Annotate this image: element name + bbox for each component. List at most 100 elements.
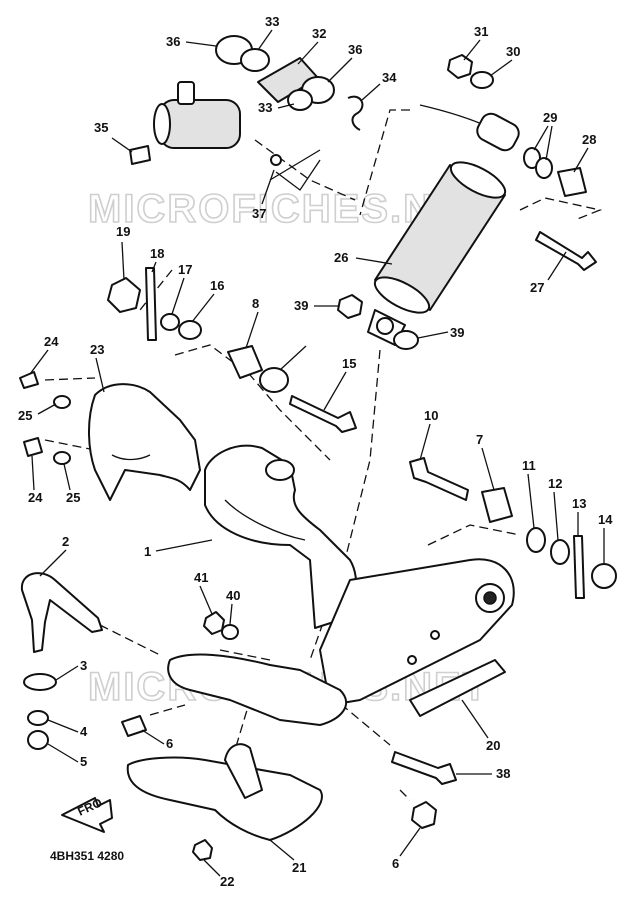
- nut-19: [107, 277, 141, 313]
- bolt-24-lower: [23, 437, 43, 457]
- callout-34: 34: [382, 70, 397, 85]
- callout-25-top: 25: [18, 408, 32, 423]
- callout-1: 1: [144, 544, 151, 559]
- cover-23: [19, 371, 201, 501]
- callout-25-lower: 25: [66, 490, 80, 505]
- washer-40: [221, 624, 239, 640]
- bolt-27: [535, 231, 597, 271]
- washer-30: [470, 71, 494, 89]
- callout-39-left: 39: [294, 298, 308, 313]
- callout-3: 3: [80, 658, 87, 673]
- shock-absorber: [367, 104, 520, 346]
- callout-23: 23: [90, 342, 104, 357]
- callout-24-lower: 24: [28, 490, 43, 505]
- callout-8: 8: [252, 296, 259, 311]
- callout-27: 27: [530, 280, 544, 295]
- bolt-24-top: [19, 371, 39, 389]
- nut-22: [192, 839, 213, 861]
- washer-17: [160, 313, 180, 331]
- nut-39-right: [393, 330, 419, 350]
- plate-hardware: [409, 457, 617, 599]
- washer-25-lower: [53, 451, 71, 465]
- callout-33-lower: 33: [258, 100, 272, 115]
- callout-17: 17: [178, 262, 192, 277]
- nut-12: [550, 539, 570, 565]
- collar-29b: [535, 157, 553, 179]
- callout-14: 14: [598, 512, 613, 527]
- callout-40: 40: [226, 588, 240, 603]
- callout-12: 12: [548, 476, 562, 491]
- callout-16: 16: [210, 278, 224, 293]
- reservoir-assembly: [129, 35, 364, 191]
- callout-19: 19: [116, 224, 130, 239]
- rubber-20: [409, 659, 506, 717]
- callout-31: 31: [474, 24, 488, 39]
- lower-bracket: [126, 653, 506, 861]
- hose-clamp-33-lower: [287, 89, 313, 111]
- nut-6-right: [411, 801, 437, 829]
- callout-10: 10: [424, 408, 438, 423]
- bolt-35: [129, 145, 151, 165]
- callout-38: 38: [496, 766, 510, 781]
- front-direction-arrow: FRO: [61, 795, 113, 833]
- callout-5: 5: [80, 754, 87, 769]
- callout-15: 15: [342, 356, 356, 371]
- nut-31: [447, 54, 473, 79]
- washer-25-top: [53, 395, 71, 409]
- callout-2: 2: [62, 534, 69, 549]
- cotter-pin-18: [145, 267, 157, 341]
- callout-36-right: 36: [348, 42, 362, 57]
- callout-22: 22: [220, 874, 234, 889]
- callout-35: 35: [94, 120, 108, 135]
- callout-30: 30: [506, 44, 520, 59]
- bolt-38: [391, 751, 457, 785]
- callout-37: 37: [252, 206, 266, 221]
- callout-20: 20: [486, 738, 500, 753]
- callout-32: 32: [312, 26, 326, 41]
- nut-39-left: [337, 294, 363, 319]
- callout-39-right: 39: [450, 325, 464, 340]
- callout-6-right: 6: [392, 856, 399, 871]
- callout-7: 7: [476, 432, 483, 447]
- callout-6-left: 6: [166, 736, 173, 751]
- washer-11: [526, 527, 546, 553]
- bushing-28: [557, 167, 587, 197]
- callout-24-top: 24: [44, 334, 59, 349]
- guard-21: [126, 756, 323, 841]
- drawing-code: 4BH351 4280: [50, 849, 124, 863]
- collar-7: [481, 487, 513, 523]
- callout-18: 18: [150, 246, 164, 261]
- washer-16: [178, 320, 202, 340]
- callout-41: 41: [194, 570, 208, 585]
- callout-33-top: 33: [265, 14, 279, 29]
- lower-link-2: [20, 572, 103, 750]
- nut-41: [203, 611, 225, 635]
- hose-clamp-33-top: [240, 48, 270, 72]
- collar-8: [227, 345, 263, 379]
- bolt-15: [289, 395, 357, 433]
- callouts: 33 36 32 36 34 33 35 37 31 30 29 28 27 2…: [18, 14, 613, 889]
- callout-29: 29: [543, 110, 557, 125]
- washer-3: [23, 673, 57, 691]
- swingarm-plate: [319, 558, 515, 706]
- cotter-pin-13: [573, 535, 585, 599]
- callout-26: 26: [334, 250, 348, 265]
- callout-28: 28: [582, 132, 596, 147]
- nut-5: [27, 730, 49, 750]
- callout-4: 4: [80, 724, 88, 739]
- relay-arm-1: [204, 444, 358, 629]
- reservoir-tank: [159, 99, 241, 149]
- clip-34: [347, 95, 364, 131]
- bolt-6-left: [121, 715, 147, 737]
- callout-11: 11: [522, 458, 536, 473]
- collar-4: [27, 710, 49, 726]
- cap-14: [591, 563, 617, 589]
- bolt-10: [409, 457, 469, 501]
- upper-mount-hardware: [447, 54, 597, 271]
- link-hardware: [107, 267, 357, 433]
- callout-21: 21: [292, 860, 306, 875]
- bushing-9: [259, 367, 289, 393]
- callout-13: 13: [572, 496, 586, 511]
- callout-36-left: 36: [166, 34, 180, 49]
